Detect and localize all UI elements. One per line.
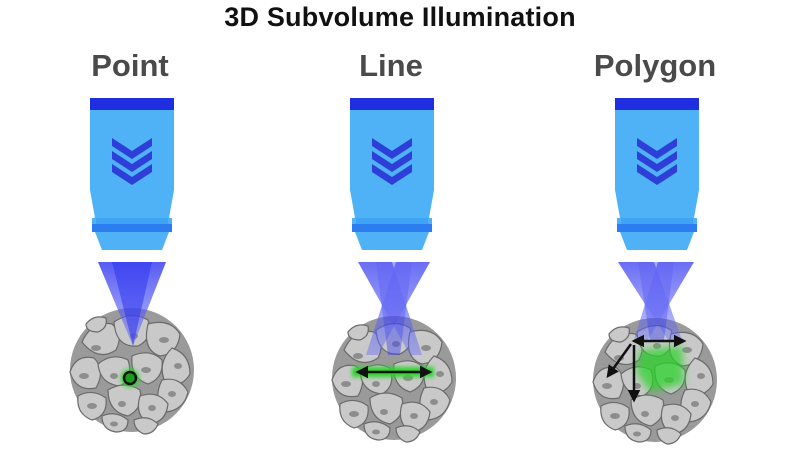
panel-label-point: Point <box>91 48 169 83</box>
microscope-objective-icon <box>615 98 699 250</box>
figure-title: 3D Subvolume Illumination <box>224 2 576 32</box>
microscope-objective-icon <box>90 98 174 250</box>
illumination-polygon <box>636 346 684 392</box>
panel-polygon <box>592 98 718 445</box>
double-arrow-icon <box>606 334 687 403</box>
panel-label-line: Line <box>359 48 423 83</box>
panel-line <box>331 98 457 443</box>
excitation-beam <box>358 262 430 355</box>
microscope-objective-icon <box>350 98 434 250</box>
excitation-beam <box>618 262 694 340</box>
panel-point <box>69 98 195 435</box>
panel-label-polygon: Polygon <box>593 48 717 83</box>
